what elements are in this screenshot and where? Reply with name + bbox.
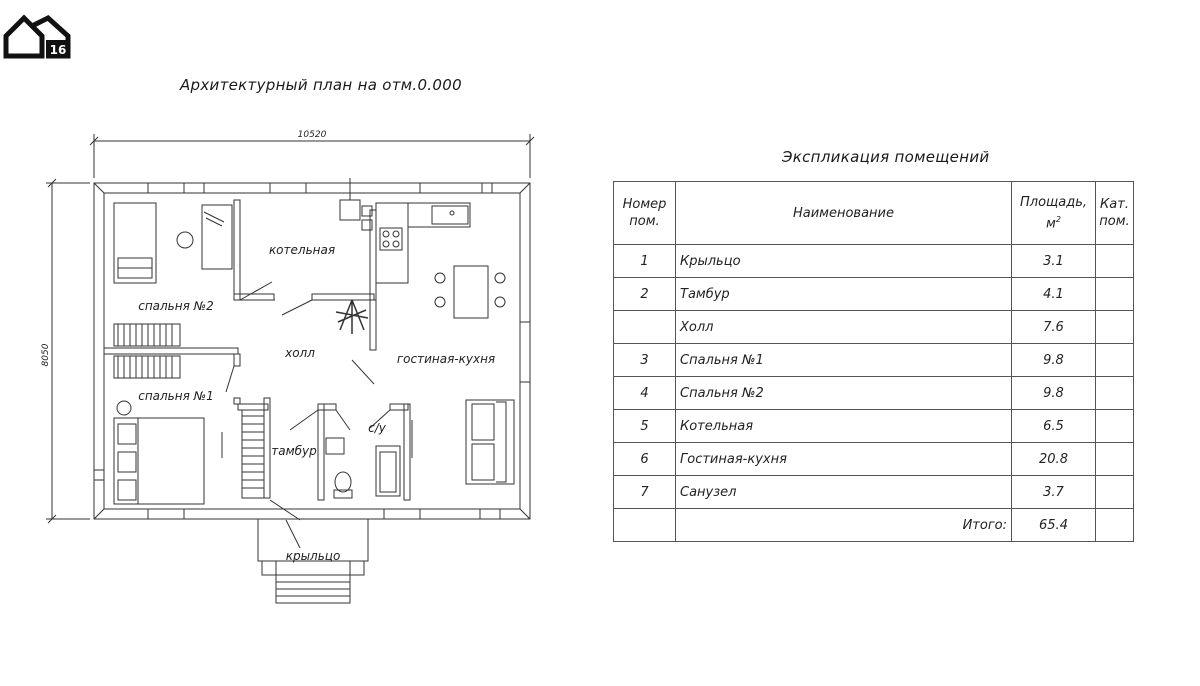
row-category — [1095, 376, 1134, 410]
row-area: 7.6 — [1011, 310, 1096, 344]
house-logo-icon: 16 — [3, 14, 71, 59]
row-name: Гостиная-кухня — [675, 442, 1012, 476]
table-row: 2 Тамбур 4.1 — [613, 277, 1134, 311]
row-area: 3.7 — [1011, 475, 1096, 509]
room-label-boiler: котельная — [269, 243, 335, 257]
room-label-living: гостиная-кухня — [397, 352, 495, 366]
row-name: Спальня №2 — [675, 376, 1012, 410]
row-number: 6 — [613, 442, 676, 476]
row-name: Котельная — [675, 409, 1012, 443]
row-category — [1095, 409, 1134, 443]
row-area: 20.8 — [1011, 442, 1096, 476]
row-area: 4.1 — [1011, 277, 1096, 311]
header-area: Площадь,м2 — [1011, 181, 1096, 245]
room-label-hall: холл — [284, 346, 315, 360]
room-label-bathroom: с/у — [368, 421, 387, 435]
table-row: 6 Гостиная-кухня 20.8 — [613, 442, 1134, 476]
row-name: Тамбур — [675, 277, 1012, 311]
room-label-bedroom1: спальня №1 — [138, 389, 214, 403]
dim-height: 8050 — [41, 343, 51, 366]
row-name: Холл — [675, 310, 1012, 344]
total-empty-cell — [613, 508, 676, 542]
room-label-bedroom2: спальня №2 — [138, 299, 214, 313]
table-total-row: Итого: 65.4 — [613, 508, 1134, 542]
row-number: 3 — [613, 343, 676, 377]
plan-title: Архитектурный план на отм.0.000 — [180, 76, 462, 94]
row-area: 9.8 — [1011, 343, 1096, 377]
row-number: 7 — [613, 475, 676, 509]
total-category-cell — [1095, 508, 1134, 542]
row-number: 1 — [613, 244, 676, 278]
room-label-vestibule: тамбур — [271, 444, 317, 458]
row-category — [1095, 277, 1134, 311]
floor-plan: 10520 8050 спальня №2 котельная холл гос… — [41, 130, 535, 604]
table-row: 5 Котельная 6.5 — [613, 409, 1134, 443]
header-name: Наименование — [675, 181, 1012, 245]
table-row: 3 Спальня №1 9.8 — [613, 343, 1134, 377]
dim-width: 10520 — [298, 130, 327, 140]
room-label-porch: крыльцо — [286, 549, 341, 563]
explication-title: Экспликация помещений — [782, 148, 990, 166]
row-category — [1095, 475, 1134, 509]
table-row: 7 Санузел 3.7 — [613, 475, 1134, 509]
row-name: Крыльцо — [675, 244, 1012, 278]
row-category — [1095, 310, 1134, 344]
row-area: 9.8 — [1011, 376, 1096, 410]
header-category: Кат.пом. — [1095, 181, 1134, 245]
table-row: Холл 7.6 — [613, 310, 1134, 344]
row-name: Санузел — [675, 475, 1012, 509]
row-number — [613, 310, 676, 344]
row-number: 2 — [613, 277, 676, 311]
total-label: Итого: — [675, 508, 1012, 542]
row-category — [1095, 343, 1134, 377]
row-area: 6.5 — [1011, 409, 1096, 443]
table-row: 4 Спальня №2 9.8 — [613, 376, 1134, 410]
row-category — [1095, 244, 1134, 278]
table-row: 1 Крыльцо 3.1 — [613, 244, 1134, 278]
row-number: 5 — [613, 409, 676, 443]
row-number: 4 — [613, 376, 676, 410]
row-area: 3.1 — [1011, 244, 1096, 278]
row-name: Спальня №1 — [675, 343, 1012, 377]
row-category — [1095, 442, 1134, 476]
logo-badge: 16 — [50, 43, 67, 57]
total-area: 65.4 — [1011, 508, 1096, 542]
